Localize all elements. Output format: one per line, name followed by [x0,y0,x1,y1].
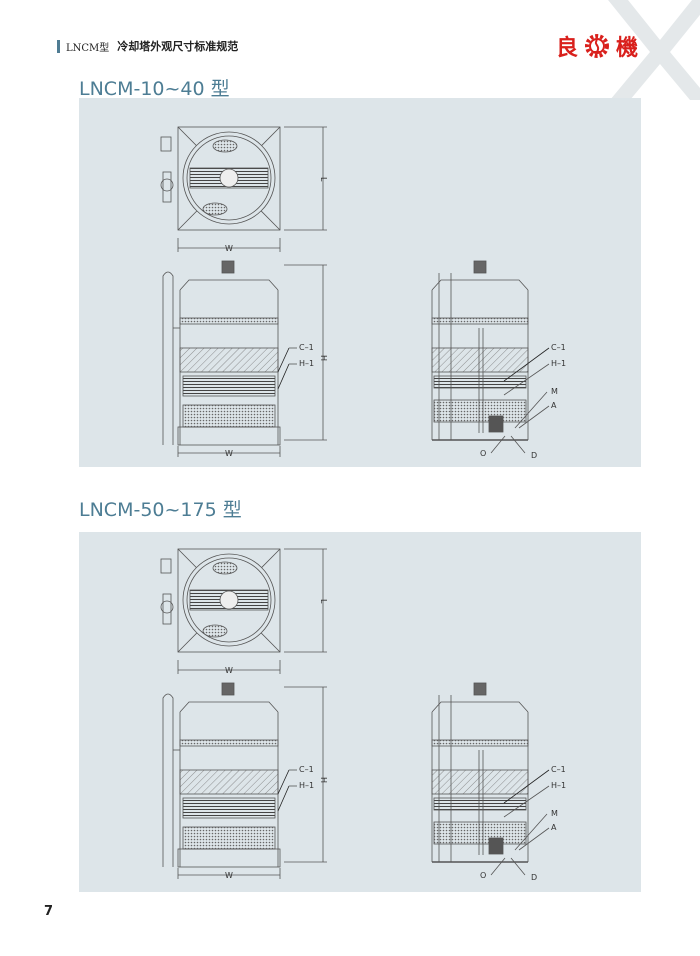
label-o: O [480,449,486,458]
label-o: O [480,871,486,880]
gear-logo-icon [585,34,610,58]
label-c1-front: C–1 [299,343,314,352]
dim-w-top: W [225,666,233,675]
dim-l: L [319,599,328,604]
label-d: D [531,873,537,882]
header-accent-bar [57,39,60,53]
cooling-tower-drawing: W L H W C–1 H–1 C–1 H–1 M A O D [160,126,566,460]
cooling-tower-drawing: W L H W C–1 H–1 C–1 H–1 M A O D [160,548,566,882]
side-view-drawing [431,260,550,454]
dim-w-top: W [225,244,233,253]
label-m: M [551,809,558,818]
label-h1-front: H–1 [299,781,314,790]
top-view-drawing [160,126,328,253]
section-title-10-40: LNCM-10~40 型 [79,78,230,100]
watermark-logo [608,0,700,100]
dim-w-front: W [225,871,233,880]
drawing-panel-50-175: W L H W C–1 H–1 C–1 H–1 M A O D [79,532,641,892]
drawing-panel-10-40: W L H W C–1 H–1 C–1 H–1 M A O D [79,98,641,467]
dim-h: H [319,777,328,783]
page-header: LNCM型 冷却塔外观尺寸标准规范 [57,38,238,54]
label-c1-side: C–1 [551,765,566,774]
label-a: A [551,823,557,832]
label-a: A [551,401,557,410]
label-c1-front: C–1 [299,765,314,774]
dim-h: H [319,355,328,361]
label-c1-side: C–1 [551,343,566,352]
logo-right-char: 機 [616,36,639,61]
label-h1-front: H–1 [299,359,314,368]
header-subtitle: 冷却塔外观尺寸标准规范 [117,40,239,53]
label-m: M [551,387,558,396]
label-h1-side: H–1 [551,781,566,790]
page-number: 7 [44,904,54,919]
dim-l: L [319,177,328,182]
company-logo: 良 機 [556,30,638,62]
section-title-50-175: LNCM-50~175 型 [79,499,242,521]
header-model: LNCM型 [66,42,110,54]
label-h1-side: H–1 [551,359,566,368]
label-d: D [531,451,537,460]
top-view-drawing [160,548,328,675]
dim-w-front: W [225,449,233,458]
side-view-drawing [431,682,550,876]
logo-left-char: 良 [556,36,579,61]
